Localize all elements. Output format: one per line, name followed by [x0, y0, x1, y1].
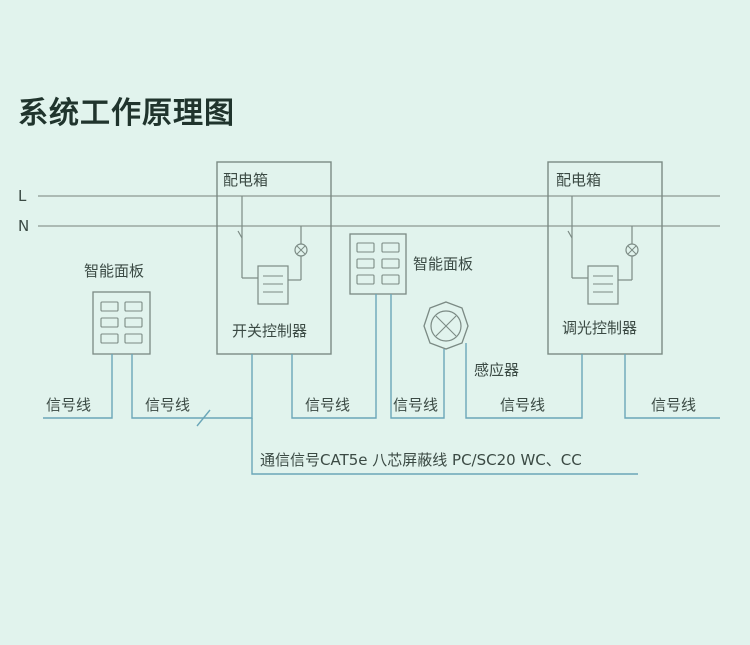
smart-panel-icon	[92, 291, 151, 355]
sensor: 感应器	[423, 301, 519, 379]
signal-line	[291, 294, 377, 419]
sensor-label: 感应器	[474, 361, 519, 379]
signal-line-label: 信号线	[305, 396, 350, 414]
signal-line-label: 信号线	[393, 396, 438, 414]
panel-key	[100, 317, 119, 328]
signal-line-label: 信号线	[500, 396, 545, 414]
signal-labels: 信号线 信号线 信号线 信号线 信号线 信号线	[46, 396, 696, 414]
page-title: 系统工作原理图	[18, 96, 235, 131]
lamp-icon-cross	[627, 245, 637, 255]
smart-panel-icon	[349, 233, 407, 295]
panel-key	[356, 242, 375, 253]
panel-key	[100, 333, 119, 344]
bus-label-n: N	[18, 217, 29, 235]
relay-module-icon	[587, 265, 619, 305]
distribution-box-label: 配电箱	[223, 171, 268, 189]
panel-key	[124, 301, 143, 312]
signal-line-label: 信号线	[46, 396, 91, 414]
panel-key	[381, 258, 400, 269]
panel-key	[124, 317, 143, 328]
signal-line	[131, 354, 253, 419]
cable-note: 通信信号CAT5e 八芯屏蔽线 PC/SC20 WC、CC	[260, 451, 582, 469]
smart-panel-label: 智能面板	[84, 262, 144, 280]
distribution-box-frame	[547, 161, 663, 355]
relay-module-lines	[263, 275, 283, 293]
sensor-icon-circle	[430, 310, 462, 342]
signal-line	[43, 354, 113, 419]
panel-key	[356, 258, 375, 269]
signal-line	[624, 354, 720, 419]
distribution-box-frame	[216, 161, 332, 355]
signal-line	[390, 294, 445, 419]
panel-key	[356, 274, 375, 285]
signal-line-label: 信号线	[145, 396, 190, 414]
smart-panel-middle: 智能面板	[349, 233, 473, 295]
relay-module-icon	[257, 265, 289, 305]
signal-line	[465, 343, 583, 419]
distribution-box-label: 配电箱	[556, 171, 601, 189]
distribution-box-left: 配电箱 开关控制器	[216, 161, 332, 355]
distribution-box-right: 配电箱 调光控制器	[547, 161, 663, 355]
sensor-icon	[423, 301, 469, 350]
switch-symbol	[567, 230, 573, 239]
cable-bracket	[251, 418, 638, 475]
panel-key	[100, 301, 119, 312]
signal-wiring	[43, 294, 720, 475]
panel-key	[124, 333, 143, 344]
bus-label-l: L	[18, 187, 27, 205]
controller-label: 开关控制器	[232, 322, 307, 340]
signal-line-label: 信号线	[651, 396, 696, 414]
cable-tick	[196, 409, 211, 427]
lamp-icon-cross	[296, 245, 306, 255]
smart-panel-left: 智能面板	[84, 262, 151, 355]
sensor-icon-cross	[435, 315, 457, 337]
relay-module-lines	[593, 275, 613, 293]
panel-key	[381, 242, 400, 253]
panel-key	[381, 274, 400, 285]
bus-lines: L N	[18, 187, 720, 235]
switch-symbol	[237, 230, 243, 239]
smart-panel-label: 智能面板	[413, 255, 473, 273]
controller-label: 调光控制器	[562, 319, 637, 337]
